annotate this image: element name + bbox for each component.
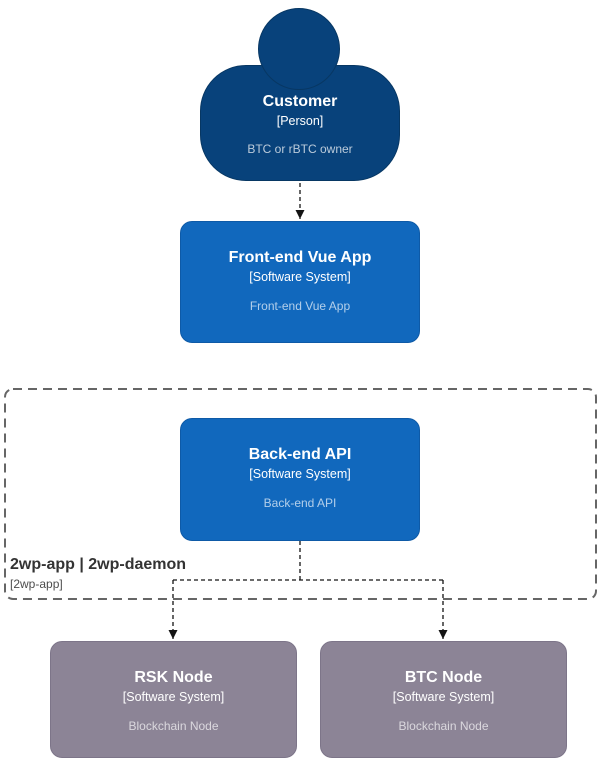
boundary-type-label: [2wp-app] [10, 577, 63, 591]
boundary-title: 2wp-app | 2wp-daemon [10, 556, 187, 573]
node-description: Back-end API [263, 496, 337, 510]
node-type-label: [Software System] [122, 690, 225, 704]
person-head-icon [258, 8, 340, 90]
node-type-label: [Software System] [249, 467, 351, 481]
node-type-label: [Software System] [249, 270, 351, 284]
node-backend-api: Back-end API [Software System] Back-end … [180, 418, 420, 541]
node-title: Customer [262, 93, 338, 110]
person-body-shape: Customer [Person] BTC or rBTC owner [200, 65, 400, 181]
node-type-label: [Person] [276, 114, 324, 128]
node-description: Blockchain Node [398, 719, 489, 733]
node-title: BTC Node [404, 669, 483, 686]
node-description: BTC or rBTC owner [247, 142, 353, 156]
node-type-label: [Software System] [392, 690, 495, 704]
node-title: Back-end API [248, 446, 352, 463]
node-btc-node: BTC Node [Software System] Blockchain No… [320, 641, 567, 758]
node-title: Front-end Vue App [228, 249, 372, 266]
node-rsk-node: RSK Node [Software System] Blockchain No… [50, 641, 297, 758]
node-description: Front-end Vue App [249, 299, 351, 313]
node-title: RSK Node [134, 669, 213, 686]
boundary-2wp-app-label: 2wp-app | 2wp-daemon [2wp-app] [10, 555, 186, 591]
node-frontend-vue-app: Front-end Vue App [Software System] Fron… [180, 221, 420, 343]
node-description: Blockchain Node [128, 719, 219, 733]
